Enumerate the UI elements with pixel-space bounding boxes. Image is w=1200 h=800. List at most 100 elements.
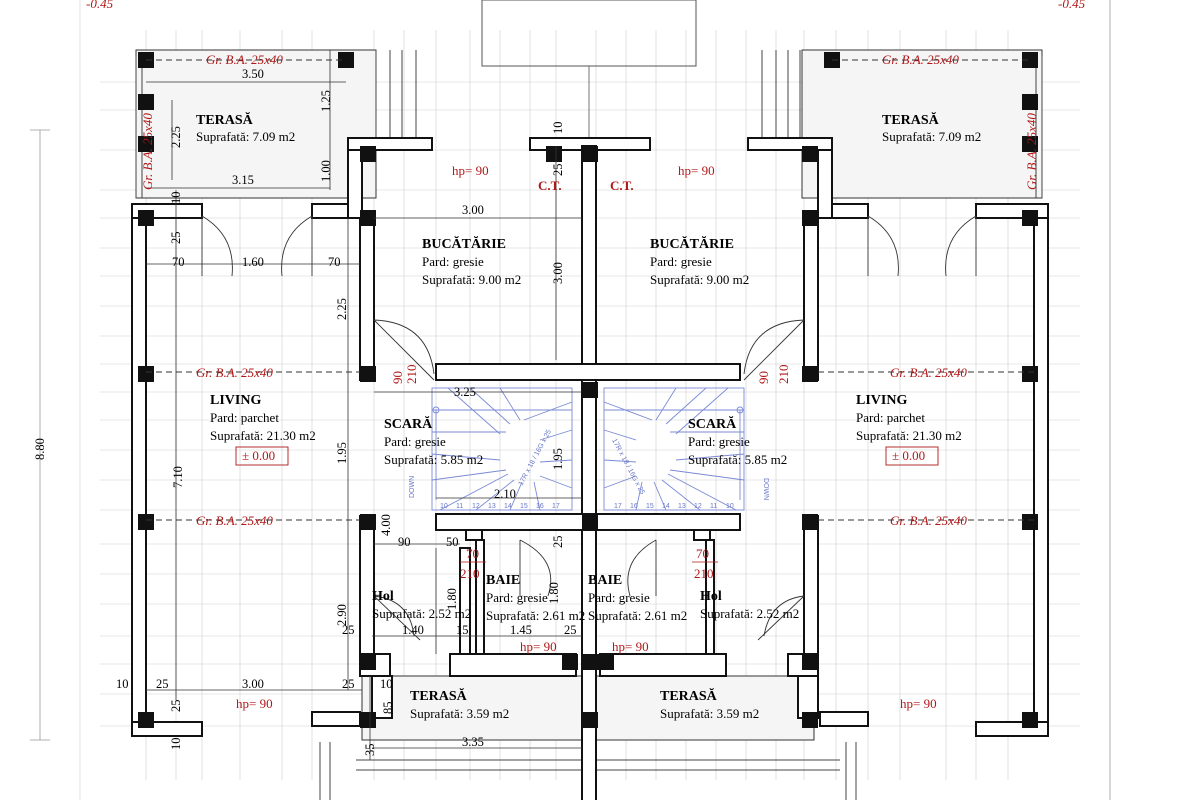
- door-width: 90: [756, 371, 771, 384]
- room-area: Suprafată: 3.59 m2: [410, 706, 509, 721]
- window-sill-height: hp= 90: [520, 639, 557, 654]
- column: [802, 514, 818, 530]
- dim-text: 1.80: [547, 582, 561, 604]
- room-floor: Pard: parchet: [210, 410, 279, 425]
- column: [360, 366, 376, 382]
- door-height: 210: [776, 365, 791, 385]
- stair-step-number: 14: [662, 503, 670, 510]
- window-sill-height: hp= 90: [452, 163, 489, 178]
- column: [138, 514, 154, 530]
- room-area: Suprafată: 9.00 m2: [650, 272, 749, 287]
- dim-text: 1.25: [319, 90, 333, 112]
- dim-text: 3.15: [232, 173, 254, 187]
- stair-step-number: 17: [552, 503, 560, 510]
- stair-direction: DOWN: [762, 478, 769, 500]
- room-name-stairs: SCARĂ: [384, 415, 433, 432]
- room-name-hall: Hol: [700, 589, 722, 604]
- construction-lines: [30, 0, 1111, 800]
- room-name-terrace: TERASĂ: [882, 111, 940, 128]
- dim-text: 10: [169, 192, 183, 205]
- boiler-label: C.T.: [610, 178, 634, 193]
- dim-text: 1.95: [551, 448, 565, 470]
- beam-label: Gr. B.A. 25x40: [1024, 113, 1039, 190]
- room-name-stairs: SCARĂ: [688, 415, 737, 432]
- column: [1022, 94, 1038, 110]
- dim-text: 2.90: [335, 604, 349, 626]
- dimension-lines: [146, 50, 582, 760]
- dim-text: 2.25: [335, 298, 349, 320]
- dim-text: 2.10: [494, 487, 516, 501]
- column: [360, 654, 376, 670]
- door-height: 210: [404, 365, 419, 385]
- column: [1022, 136, 1038, 152]
- column: [802, 654, 818, 670]
- stair-step-number: 11: [456, 503, 463, 510]
- stair-step-number: 12: [694, 503, 702, 510]
- door-width: 70: [466, 546, 479, 561]
- column: [1022, 210, 1038, 226]
- dim-text: 4.00: [379, 514, 393, 536]
- dim-text: 70: [328, 255, 341, 269]
- dim-text: 1.45: [510, 623, 532, 637]
- dim-text: 1.95: [335, 442, 349, 464]
- column: [802, 210, 818, 226]
- room-name-living: LIVING: [856, 393, 907, 408]
- room-floor: Pard: parchet: [856, 410, 925, 425]
- stair-step-number: 16: [630, 503, 638, 510]
- column: [562, 654, 578, 670]
- dim-text: 90: [398, 535, 411, 549]
- column: [582, 514, 598, 530]
- dim-text: 3.00: [551, 262, 565, 284]
- column: [138, 94, 154, 110]
- beam-lines: [146, 59, 1034, 521]
- room-area: Suprafată: 2.52 m2: [700, 606, 799, 621]
- dim-text: 1.00: [319, 160, 333, 182]
- stair-step-number: 13: [488, 503, 496, 510]
- dim-text: 25: [551, 164, 565, 177]
- column: [1022, 712, 1038, 728]
- column: [138, 712, 154, 728]
- stair-step-number: 10: [726, 503, 734, 510]
- column: [802, 146, 818, 162]
- dim-text: 10: [169, 738, 183, 751]
- beam-label: Gr. B.A. 25x40: [882, 52, 959, 67]
- window-sill-height: hp= 90: [900, 696, 937, 711]
- room-area: Suprafată: 21.30 m2: [210, 428, 316, 443]
- room-name-bathroom: BAIE: [588, 573, 622, 588]
- dim-text: 10: [380, 677, 393, 691]
- dim-text: 50: [446, 535, 459, 549]
- column: [1022, 52, 1038, 68]
- dim-text: 3.25: [454, 385, 476, 399]
- door-width: 90: [390, 371, 405, 384]
- stair-step-number: 11: [710, 503, 717, 510]
- room-name-bathroom: BAIE: [486, 573, 520, 588]
- stair-step-number: 10: [440, 503, 448, 510]
- level-mark: ± 0.00: [242, 448, 275, 463]
- dim-text: 1.80: [445, 588, 459, 610]
- dim-text: 25: [342, 677, 355, 691]
- room-floor: Pard: gresie: [422, 254, 484, 269]
- room-floor: Pard: gresie: [384, 434, 446, 449]
- door-height: 210: [694, 566, 714, 581]
- column: [546, 146, 562, 162]
- column: [138, 210, 154, 226]
- dim-text: 3.35: [462, 735, 484, 749]
- column: [582, 712, 598, 728]
- dim-text: 1.60: [242, 255, 264, 269]
- level-mark: ± 0.00: [892, 448, 925, 463]
- room-area: Suprafată: 2.52 m2: [372, 606, 471, 621]
- beam-label: Gr. B.A. 25x40: [206, 52, 283, 67]
- beam-label: Gr. B.A. 25x40: [890, 365, 967, 380]
- beam-label: Gr. B.A. 25x40: [890, 513, 967, 528]
- room-name-terrace: TERASĂ: [410, 687, 468, 704]
- room-floor: Pard: gresie: [688, 434, 750, 449]
- room-name-hall: Hol: [372, 589, 394, 604]
- dim-text: 85: [381, 702, 395, 715]
- dim-text: 3.50: [242, 67, 264, 81]
- window-sill-height: hp= 90: [236, 696, 273, 711]
- stair-treads: [431, 387, 745, 511]
- room-floor: Pard: gresie: [486, 590, 548, 605]
- window-sill-height: hp= 90: [678, 163, 715, 178]
